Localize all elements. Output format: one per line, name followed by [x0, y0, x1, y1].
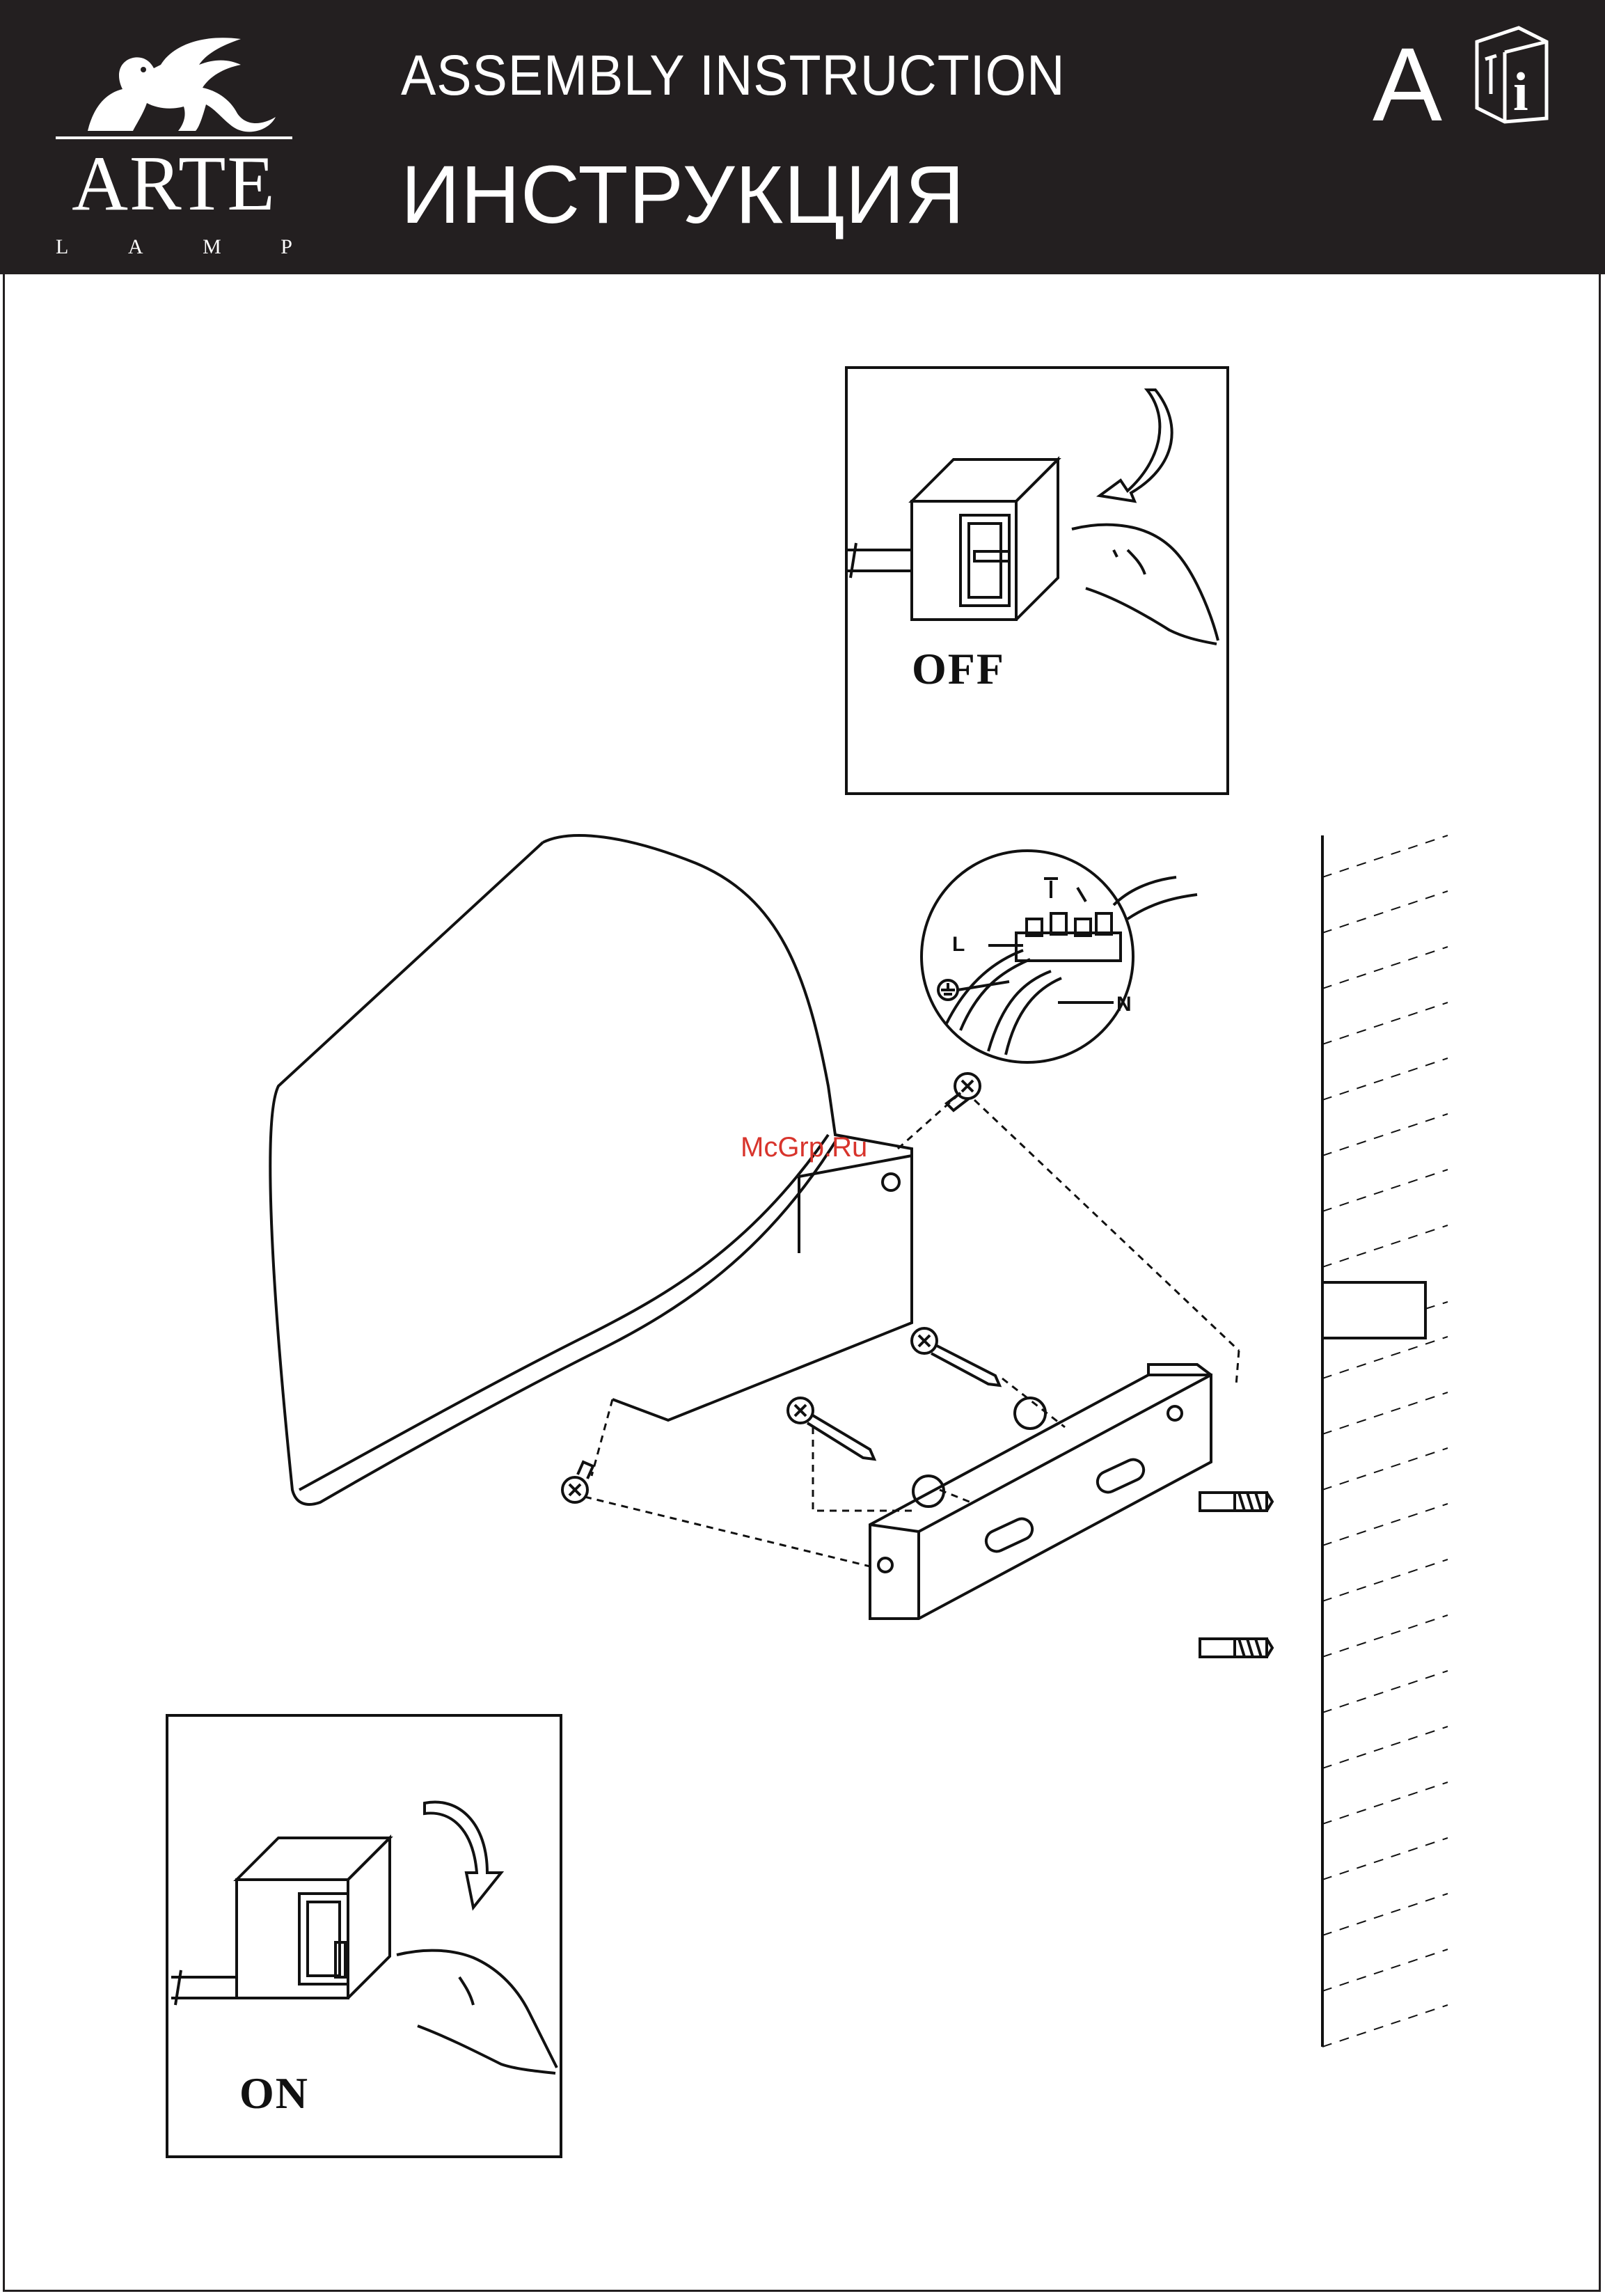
washer	[913, 1476, 944, 1507]
wiring-detail	[947, 877, 1197, 1055]
hand-icon	[1072, 525, 1218, 644]
screw-icon	[912, 1328, 999, 1385]
hand-icon	[397, 1951, 557, 2073]
wall-hatching	[1322, 835, 1448, 2047]
lamp-body	[270, 835, 912, 1504]
switch-icon	[848, 459, 1058, 620]
wall-plug-icon	[1200, 1639, 1272, 1657]
watermark: McGrp.Ru	[741, 1132, 867, 1163]
wall-plug-icon	[1200, 1493, 1272, 1511]
arrow-icon	[425, 1802, 501, 1908]
off-label: OFF	[912, 643, 1005, 695]
on-label: ON	[239, 2068, 309, 2119]
live-label: L	[952, 933, 965, 957]
neutral-label: N	[1116, 993, 1132, 1016]
washer	[1015, 1398, 1045, 1429]
screw-icon	[562, 1462, 593, 1502]
arrow-icon	[1100, 390, 1172, 501]
screw-icon	[788, 1398, 874, 1459]
wiring-detail-circle	[922, 851, 1133, 1062]
switch-icon	[171, 1838, 390, 2005]
screw-icon	[947, 1074, 980, 1110]
wall-section	[1322, 835, 1425, 2047]
on-panel-border	[167, 1715, 561, 2157]
